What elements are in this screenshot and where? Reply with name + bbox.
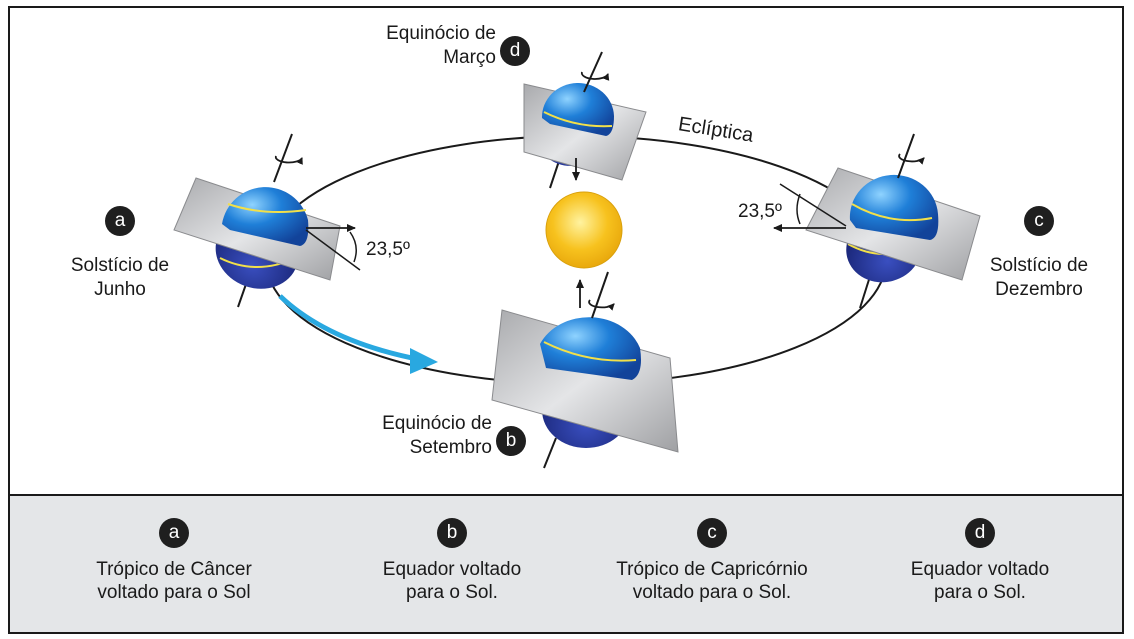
legend-item-a: a Trópico de Câncer voltado para o Sol bbox=[44, 518, 304, 604]
orbit-direction-arrowhead bbox=[410, 348, 438, 374]
legend-badge-b: b bbox=[437, 518, 467, 548]
earth-september-equinox bbox=[491, 271, 679, 469]
legend-badge-a: a bbox=[159, 518, 189, 548]
orbit-diagram bbox=[173, 51, 981, 469]
label-march-equinox-line2: Março bbox=[443, 47, 496, 68]
label-december-solstice: Solstício de Dezembro bbox=[964, 254, 1114, 302]
legend-text-b-line2: para o Sol. bbox=[406, 582, 498, 603]
legend-text-d: Equador voltado para o Sol. bbox=[850, 558, 1110, 604]
label-march-equinox: Equinócio de Março bbox=[340, 22, 496, 70]
earth-december-solstice bbox=[773, 133, 981, 309]
orbit-direction-arrow bbox=[278, 294, 423, 363]
legend-item-c: c Trópico de Capricórnio voltado para o … bbox=[582, 518, 842, 604]
legend-text-b: Equador voltado para o Sol. bbox=[322, 558, 582, 604]
sun bbox=[545, 191, 623, 269]
label-march-equinox-line1: Equinócio de bbox=[386, 23, 496, 44]
label-december-solstice-line1: Solstício de bbox=[989, 255, 1089, 276]
angle-label-june: 23,5º bbox=[366, 239, 410, 260]
badge-a: a bbox=[105, 206, 135, 236]
badge-c: c bbox=[1024, 206, 1054, 236]
legend-text-c: Trópico de Capricórnio voltado para o So… bbox=[582, 558, 842, 604]
label-september-equinox-line2: Setembro bbox=[409, 437, 492, 458]
legend-text-a-line2: voltado para o Sol bbox=[97, 582, 251, 603]
angle-label-december: 23,5º bbox=[738, 201, 782, 222]
legend-text-c-line2: voltado para o Sol. bbox=[632, 582, 792, 603]
legend-badge-c: c bbox=[697, 518, 727, 548]
label-june-solstice: Solstício de Junho bbox=[50, 254, 190, 302]
legend-badge-d: d bbox=[965, 518, 995, 548]
label-september-equinox-line1: Equinócio de bbox=[382, 413, 492, 434]
legend-text-d-line2: para o Sol. bbox=[934, 582, 1026, 603]
label-june-solstice-line2: Junho bbox=[94, 279, 146, 300]
legend-item-d: d Equador voltado para o Sol. bbox=[850, 518, 1110, 604]
legend-panel: a Trópico de Câncer voltado para o Sol b… bbox=[10, 494, 1122, 632]
legend-text-c-line1: Trópico de Capricórnio bbox=[616, 559, 808, 580]
legend-text-b-line1: Equador voltado bbox=[382, 559, 522, 580]
legend-text-a-line1: Trópico de Câncer bbox=[96, 559, 252, 580]
legend-text-d-line1: Equador voltado bbox=[910, 559, 1050, 580]
label-june-solstice-line1: Solstício de bbox=[70, 255, 170, 276]
earth-march-equinox bbox=[523, 51, 647, 189]
legend-text-a: Trópico de Câncer voltado para o Sol bbox=[44, 558, 304, 604]
label-december-solstice-line2: Dezembro bbox=[995, 279, 1083, 300]
badge-d: d bbox=[500, 36, 530, 66]
earth-june-solstice bbox=[173, 133, 361, 308]
label-september-equinox: Equinócio de Setembro bbox=[336, 412, 492, 460]
diagram-frame: Eclíptica 23,5º 23,5º a Solstício de Jun… bbox=[8, 6, 1124, 634]
legend-item-b: b Equador voltado para o Sol. bbox=[322, 518, 582, 604]
badge-b: b bbox=[496, 426, 526, 456]
